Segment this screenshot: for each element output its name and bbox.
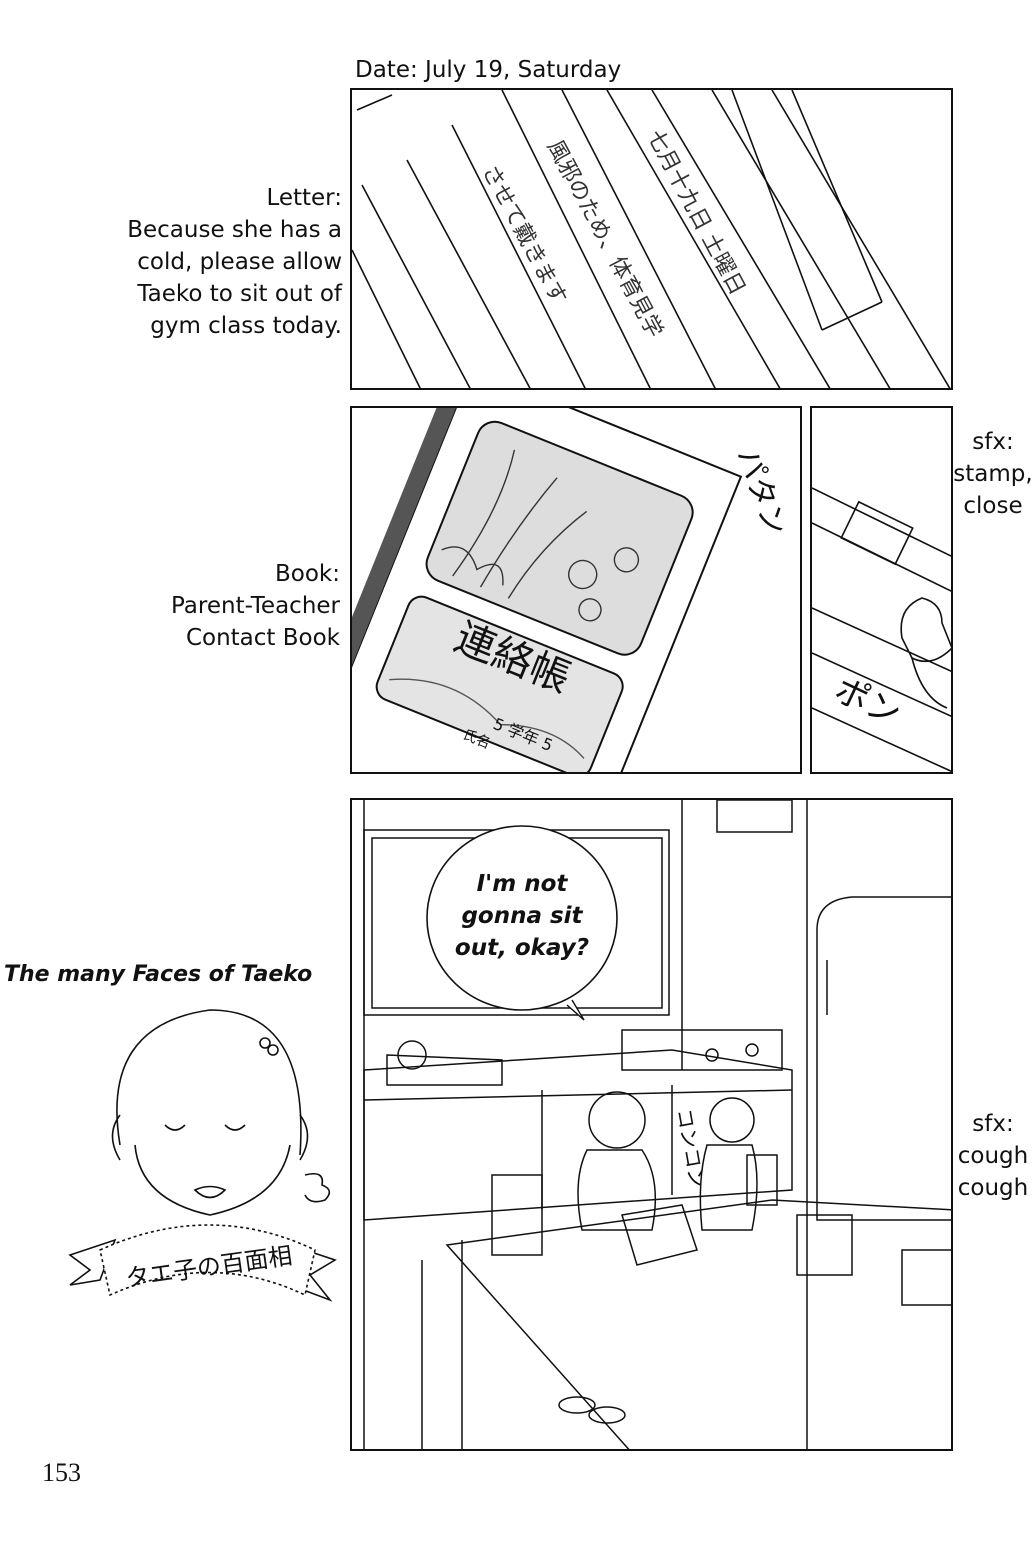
taeko-face-illustration: タエ子の百面相 xyxy=(68,1009,337,1302)
panel-kitchen: コンコン I'm not gonna sit out, okay? xyxy=(350,798,953,1451)
letter-note: Letter: Because she has a cold, please a… xyxy=(127,185,342,339)
letter-illustration: 七月十九日 土曜日 風邪のため、体育見学 させて戴きます xyxy=(352,90,951,388)
speech-bubble xyxy=(426,825,618,1011)
speech-bubble-text: I'm not gonna sit out, okay? xyxy=(454,871,590,961)
corner-caption: The many Faces of Taeko xyxy=(4,962,313,987)
sfx-pon-art: ポン xyxy=(828,670,907,735)
book-note: Book: Parent-Teacher Contact Book xyxy=(170,561,340,651)
panel-letter: 七月十九日 土曜日 風邪のため、体育見学 させて戴きます xyxy=(350,88,953,390)
letter-jp-line2: させて戴きます xyxy=(477,161,571,309)
sfx-konkon-art: コンコン xyxy=(672,1107,710,1190)
panel-book: 連絡帳 5 学年 5 氏名 パタン xyxy=(350,406,802,774)
page-number: 153 xyxy=(42,1458,81,1487)
letter-jp-line1: 風邪のため、体育見学 xyxy=(542,136,667,342)
stamp-illustration: ポン xyxy=(812,487,951,772)
panel-stamp: ポン xyxy=(810,406,953,774)
sfx-pata-art: パタン xyxy=(729,444,793,541)
kitchen-illustration: コンコン xyxy=(363,800,951,1449)
date-note: Date: July 19, Saturday xyxy=(355,57,622,83)
sfx-cough-note: sfx: cough cough xyxy=(957,1111,1029,1201)
letter-jp-date: 七月十九日 土曜日 xyxy=(642,126,750,299)
sfx-stamp-note: sfx: stamp, close xyxy=(953,429,1033,519)
contact-book-illustration: 連絡帳 5 学年 5 氏名 パタン xyxy=(352,408,793,772)
